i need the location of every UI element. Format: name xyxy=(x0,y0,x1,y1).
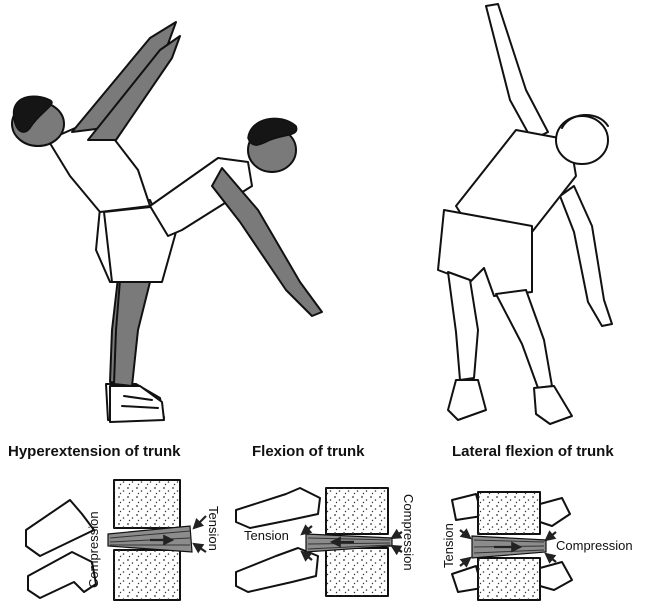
label-compression-hyperextension: Compression xyxy=(86,511,101,588)
spinous-process-upper xyxy=(235,487,321,529)
label-tension-flexion: Tension xyxy=(244,528,289,543)
label-tension-hyperextension: Tension xyxy=(206,506,221,551)
spinous-process-lower xyxy=(235,547,319,593)
lateral-flexion-figure xyxy=(437,3,613,425)
spinous-process-lower xyxy=(27,551,97,599)
flexion-figure xyxy=(103,117,323,423)
caption-lateral-flexion: Lateral flexion of trunk xyxy=(452,443,614,460)
caption-flexion: Flexion of trunk xyxy=(252,443,365,460)
vertebrae-panel-flexion: Tension Compression xyxy=(235,487,416,597)
label-tension-lateral: Tension xyxy=(441,523,456,568)
vertebrae-panel-lateral-flexion: Tension Compression xyxy=(441,491,633,601)
label-compression-flexion: Compression xyxy=(401,494,416,571)
transverse-process-lower-right xyxy=(539,561,573,591)
transverse-process-upper-right xyxy=(539,497,571,527)
spinous-process-upper xyxy=(25,499,95,557)
vertebrae-panel-hyperextension: Compression Tension xyxy=(25,479,221,601)
label-compression-lateral: Compression xyxy=(556,538,633,553)
caption-hyperextension: Hyperextension of trunk xyxy=(8,443,181,460)
